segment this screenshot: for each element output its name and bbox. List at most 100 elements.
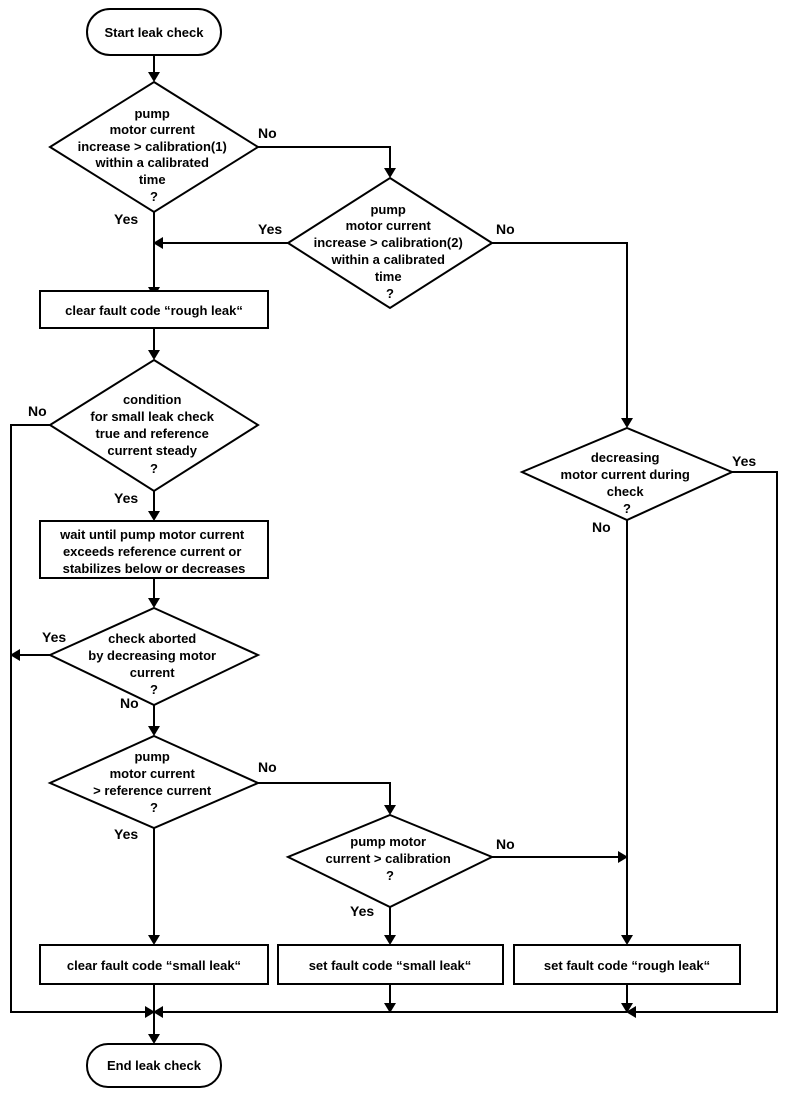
text-line: pump motor bbox=[350, 834, 426, 849]
arrowhead bbox=[621, 418, 633, 428]
text-line: motor current during bbox=[561, 467, 690, 482]
text-line: motor current bbox=[346, 218, 432, 233]
set-rough-leak-box: set fault code “rough leak“ bbox=[513, 944, 741, 985]
arrowhead bbox=[148, 1034, 160, 1044]
arrowhead bbox=[626, 1006, 636, 1018]
text-line: ? bbox=[150, 461, 158, 476]
arrowhead bbox=[148, 72, 160, 82]
text-line: pump bbox=[370, 202, 405, 217]
branch-label-abort-yes: Yes bbox=[42, 629, 66, 645]
text-line: ? bbox=[150, 189, 158, 204]
clear-small-leak-label: clear fault code “small leak“ bbox=[67, 958, 241, 973]
text-line: wait until pump motor current bbox=[59, 527, 245, 542]
branch-label-cond-no: No bbox=[28, 403, 47, 419]
arrowhead bbox=[384, 935, 396, 945]
branch-label-cal1-yes: Yes bbox=[114, 211, 138, 227]
decision-small-leak-condition: condition for small leak check true and … bbox=[48, 358, 260, 493]
text-line: increase > calibration(2) bbox=[314, 235, 463, 250]
text-line: current steady bbox=[107, 443, 197, 458]
set-rough-leak-label: set fault code “rough leak“ bbox=[544, 958, 710, 973]
text-line: decreasing bbox=[591, 450, 660, 465]
text-line: pump bbox=[134, 106, 169, 121]
connectors bbox=[10, 55, 778, 1034]
text-line: motor current bbox=[110, 766, 196, 781]
decision-calibration-1: pump motor current increase > calibratio… bbox=[48, 80, 260, 214]
decision-pump-calibration-text: pump motor current > calibration ? bbox=[326, 834, 455, 883]
text-line: stabilizes below or decreases bbox=[63, 561, 246, 576]
arrowhead bbox=[384, 1003, 396, 1013]
text-line: current bbox=[130, 665, 175, 680]
arrowhead bbox=[153, 1006, 163, 1018]
branch-label-ref-yes: Yes bbox=[114, 826, 138, 842]
text-line: within a calibrated bbox=[330, 252, 444, 267]
decision-calibration-2-text: pump motor current increase > calibratio… bbox=[314, 202, 467, 301]
decision-small-leak-condition-text: condition for small leak check true and … bbox=[90, 392, 217, 476]
branch-label-cal2-no: No bbox=[496, 221, 515, 237]
clear-rough-leak-label: clear fault code “rough leak“ bbox=[65, 303, 243, 318]
connector-decr-yes bbox=[636, 471, 778, 1013]
decision-decreasing-current: decreasing motor current during check ? bbox=[519, 426, 735, 522]
text-line: time bbox=[375, 269, 402, 284]
connector-ref-no bbox=[258, 782, 391, 805]
text-line: ? bbox=[150, 800, 158, 815]
branch-label-decr-yes: Yes bbox=[732, 453, 756, 469]
text-line: ? bbox=[623, 501, 631, 516]
text-line: ? bbox=[386, 286, 394, 301]
set-small-leak-box: set fault code “small leak“ bbox=[277, 944, 504, 985]
wait-current-text: wait until pump motor current exceeds re… bbox=[59, 527, 248, 576]
arrowhead bbox=[145, 1006, 155, 1018]
decision-check-aborted: check aborted by decreasing motor curren… bbox=[47, 606, 261, 707]
connector-cal1-no bbox=[258, 146, 391, 168]
decision-reference-current: pump motor current > reference current ? bbox=[47, 734, 261, 830]
arrowhead bbox=[10, 649, 20, 661]
arrowhead bbox=[153, 237, 163, 249]
branch-label-pcal-no: No bbox=[496, 836, 515, 852]
start-terminal: Start leak check bbox=[86, 8, 222, 56]
start-terminal-label: Start leak check bbox=[104, 25, 204, 40]
arrowhead bbox=[621, 935, 633, 945]
arrowhead bbox=[384, 805, 396, 815]
text-line: check aborted bbox=[108, 631, 196, 646]
branch-label-decr-no: No bbox=[592, 519, 611, 535]
arrowhead bbox=[148, 511, 160, 521]
arrowhead bbox=[621, 1003, 633, 1013]
decision-check-aborted-text: check aborted by decreasing motor curren… bbox=[88, 631, 220, 697]
clear-rough-leak-box: clear fault code “rough leak“ bbox=[39, 290, 269, 329]
clear-small-leak-box: clear fault code “small leak“ bbox=[39, 944, 269, 985]
branch-label-cond-yes: Yes bbox=[114, 490, 138, 506]
connector-cal2-no bbox=[492, 242, 628, 418]
text-line: pump bbox=[134, 749, 169, 764]
end-terminal-label: End leak check bbox=[107, 1058, 202, 1073]
text-line: true and reference bbox=[95, 426, 208, 441]
text-line: check bbox=[607, 484, 645, 499]
text-line: within a calibrated bbox=[94, 155, 208, 170]
branch-labels: No Yes Yes No No Yes Yes No Yes No No Ye… bbox=[28, 125, 756, 919]
branch-label-pcal-yes: Yes bbox=[350, 903, 374, 919]
text-line: motor current bbox=[110, 122, 196, 137]
branch-label-cal1-no: No bbox=[258, 125, 277, 141]
text-line: ? bbox=[150, 682, 158, 697]
text-line: exceeds reference current or bbox=[63, 544, 241, 559]
text-line: current > calibration bbox=[326, 851, 451, 866]
decision-calibration-2: pump motor current increase > calibratio… bbox=[286, 176, 494, 310]
text-line: increase > calibration(1) bbox=[78, 139, 227, 154]
text-line: > reference current bbox=[93, 783, 212, 798]
text-line: condition bbox=[123, 392, 182, 407]
decision-calibration-1-text: pump motor current increase > calibratio… bbox=[78, 106, 231, 204]
arrowhead bbox=[148, 598, 160, 608]
wait-current-box: wait until pump motor current exceeds re… bbox=[39, 520, 269, 579]
text-line: time bbox=[139, 172, 166, 187]
connector-cond-no bbox=[10, 424, 145, 1013]
arrowhead bbox=[148, 726, 160, 736]
set-small-leak-label: set fault code “small leak“ bbox=[309, 958, 472, 973]
arrowhead bbox=[148, 935, 160, 945]
end-terminal: End leak check bbox=[86, 1043, 222, 1088]
decision-decreasing-current-text: decreasing motor current during check ? bbox=[561, 450, 694, 516]
arrowhead bbox=[384, 168, 396, 178]
arrowheads bbox=[10, 72, 636, 1044]
decision-reference-current-text: pump motor current > reference current ? bbox=[93, 749, 215, 815]
branch-label-cal2-yes: Yes bbox=[258, 221, 282, 237]
arrowhead bbox=[148, 350, 160, 360]
branch-label-abort-no: No bbox=[120, 695, 139, 711]
